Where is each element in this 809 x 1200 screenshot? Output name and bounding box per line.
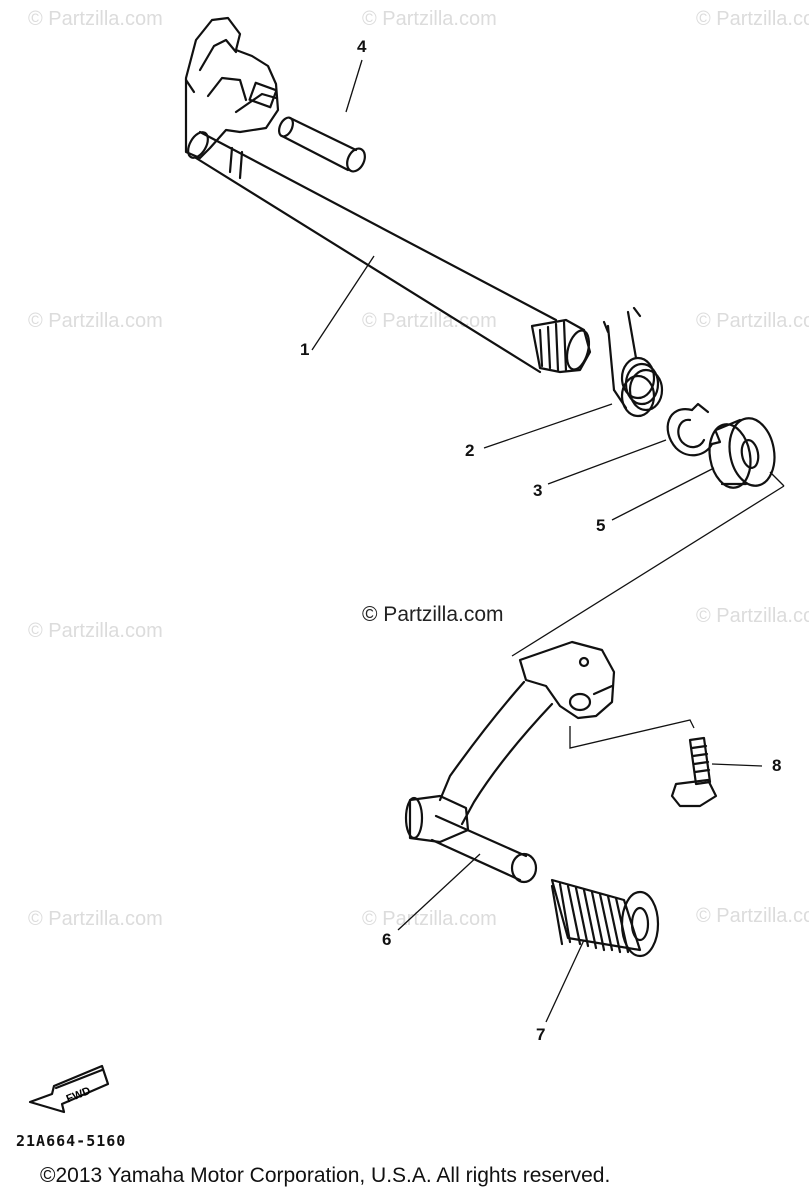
callout-1: 1	[300, 340, 310, 359]
callout-7: 7	[536, 1025, 546, 1044]
callout-6: 6	[382, 930, 392, 949]
watermark: © Partzilla.com	[696, 310, 809, 332]
watermark: © Partzilla.com	[696, 8, 809, 30]
shift-pedal-part-6	[404, 640, 616, 884]
torsion-spring-part-2	[602, 306, 664, 418]
part-code: 21A664-5160	[16, 1132, 127, 1150]
fwd-arrow-icon	[28, 1064, 110, 1114]
leader-line-8	[711, 763, 763, 767]
shift-shaft-part-1	[184, 16, 592, 374]
callout-4: 4	[357, 37, 367, 56]
copyright-notice: ©2013 Yamaha Motor Corporation, U.S.A. A…	[40, 1164, 611, 1187]
circlip-part-3	[666, 402, 722, 457]
leader-line-2	[483, 403, 613, 449]
watermark: © Partzilla.com	[696, 605, 809, 627]
callout-8: 8	[772, 756, 782, 775]
leader-line-1	[311, 255, 375, 351]
callout-3: 3	[533, 481, 543, 500]
fwd-label: FWD	[65, 1085, 93, 1106]
watermark: © Partzilla.com	[362, 8, 497, 30]
watermark: © Partzilla.com	[362, 310, 497, 332]
leader-line-7	[545, 939, 585, 1023]
watermark: © Partzilla.com	[696, 905, 809, 927]
bolt-part-8	[670, 736, 718, 808]
assembly-line-shaft-end	[769, 471, 785, 487]
leader-line-3	[547, 439, 667, 485]
leader-line-5	[611, 467, 715, 521]
watermark: © Partzilla.com	[28, 908, 163, 930]
watermark: © Partzilla.com	[362, 908, 497, 930]
center-watermark: © Partzilla.com	[362, 603, 504, 626]
callout-5: 5	[596, 516, 606, 535]
assembly-line-shaft	[511, 485, 785, 657]
dowel-pin-part-4	[278, 116, 366, 173]
leader-line-6	[397, 853, 481, 931]
footrest-rubber-part-7	[550, 878, 660, 958]
watermark: © Partzilla.com	[28, 8, 163, 30]
leader-line-4	[345, 59, 363, 113]
watermark: © Partzilla.com	[28, 620, 163, 642]
watermark: © Partzilla.com	[28, 310, 163, 332]
callout-2: 2	[465, 441, 475, 460]
oil-seal-part-5	[708, 417, 776, 489]
assembly-line-bolt	[569, 719, 695, 749]
